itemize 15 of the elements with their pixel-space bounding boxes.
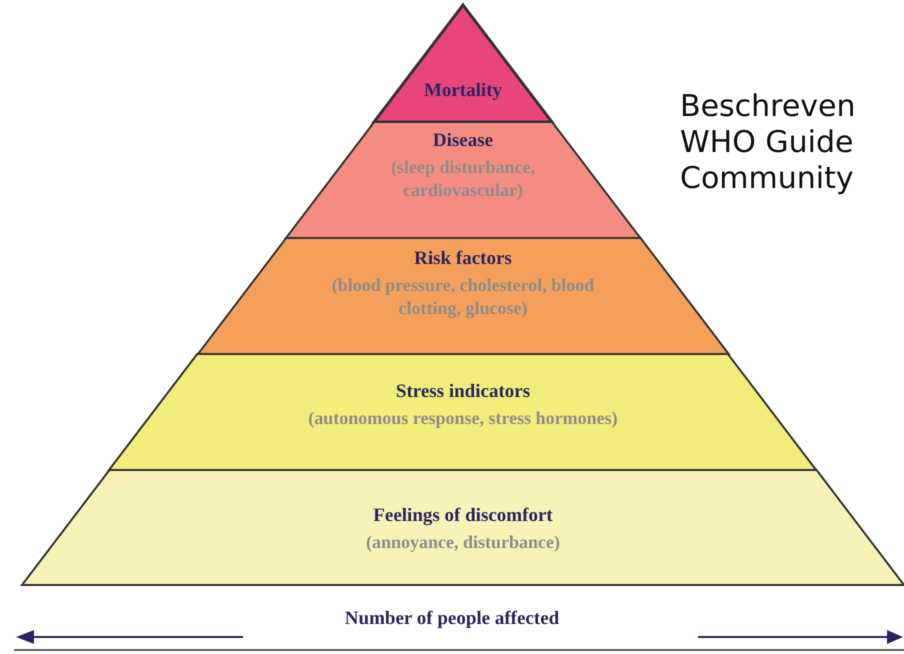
tier-heading: Stress indicators <box>396 381 530 403</box>
tier-heading: Risk factors <box>414 248 512 270</box>
tier-description: (blood pressure, cholesterol, blood clotting, glucose) <box>330 274 596 320</box>
pyramid-tier <box>109 354 817 470</box>
tier-description: (autonomous response, stress hormones) <box>307 407 619 430</box>
axis-label: Number of people affected <box>344 608 560 630</box>
tier-description: (sleep disturbance, cardiovascular) <box>390 156 536 202</box>
tier-heading: Mortality <box>424 80 502 102</box>
tier-description: (annoyance, disturbance) <box>364 531 561 554</box>
pyramid-tier <box>286 122 640 238</box>
tier-heading: Feelings of discomfort <box>373 505 553 527</box>
pyramid-tier <box>198 238 728 354</box>
tier-heading: Disease <box>432 130 494 152</box>
side-note: Beschreven WHO Guide Community <box>680 89 857 197</box>
pyramid-tier <box>22 470 904 585</box>
